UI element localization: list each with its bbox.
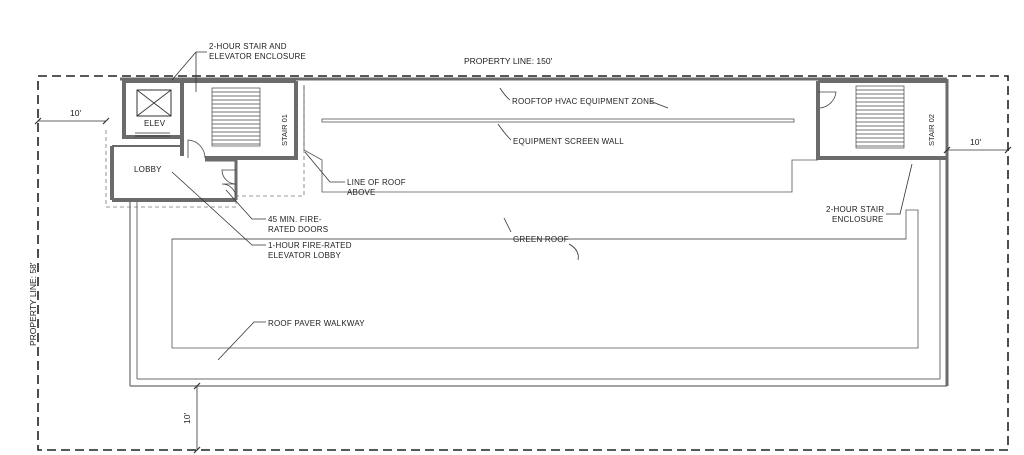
- elevator-car: [136, 89, 172, 117]
- elevator-label: ELEV: [144, 119, 166, 128]
- callout-paver-walkway: ROOF PAVER WALKWAY: [268, 319, 365, 328]
- callout-roof-above-line1: LINE OF ROOF: [347, 178, 406, 187]
- lobby-enclosure: [110, 139, 238, 202]
- lobby-door-swing: [187, 139, 206, 159]
- equipment-screen-wall: [321, 118, 795, 123]
- lobby-label: LOBBY: [134, 165, 162, 174]
- stair-02-door-swing: [818, 91, 837, 109]
- leader-roof-above: [304, 151, 345, 183]
- property-line-boundary: [37, 75, 1009, 451]
- leader-hvac: [499, 87, 511, 101]
- callout-hvac: ROOFTOP HVAC EQUIPMENT ZONE: [512, 97, 655, 106]
- property-line-top-label: PROPERTY LINE: 150': [464, 56, 553, 66]
- building-outline: [120, 77, 949, 387]
- leader-fire-doors: [225, 189, 266, 220]
- callout-stair-enclosure-line1: 2-HOUR STAIR: [826, 205, 884, 214]
- stair-01-treads: [212, 91, 260, 145]
- stair-02-label: STAIR 02: [927, 114, 936, 146]
- left-offset-dimension: 10': [70, 108, 81, 118]
- callout-stair-enclosure-line2: ENCLOSURE: [832, 215, 884, 224]
- fire-door-swing-2: [221, 183, 237, 199]
- left-dimension: [34, 117, 110, 125]
- roof-zone-lines: [171, 85, 919, 349]
- leader-screen-wall: [497, 123, 512, 141]
- green-roof-label: GREEN ROOF: [513, 235, 569, 244]
- callout-roof-above-line2: ABOVE: [347, 188, 376, 197]
- callout-screen-wall: EQUIPMENT SCREEN WALL: [513, 137, 624, 146]
- callout-stair-elev-line1: 2-HOUR STAIR AND: [209, 42, 287, 51]
- leader-stair-enclosure: [886, 163, 913, 215]
- right-offset-dimension: 10': [970, 137, 981, 147]
- callout-elevator-lobby-line2: ELEVATOR LOBBY: [268, 251, 342, 260]
- stair-02-enclosure: [816, 79, 947, 160]
- fire-door-swing-1: [221, 169, 237, 185]
- callout-fire-doors-line2: RATED DOORS: [268, 225, 328, 234]
- callout-fire-doors-line1: 45 MIN. FIRE-: [268, 215, 322, 224]
- elevator-core: [122, 79, 184, 139]
- right-dimension: [943, 146, 1012, 154]
- bottom-dimension: [193, 382, 201, 454]
- stair-01-label: STAIR 01: [280, 114, 289, 146]
- leader-paver-walkway: [217, 321, 266, 361]
- callout-stair-elev-line2: ELEVATOR ENCLOSURE: [209, 52, 306, 61]
- stair-01-enclosure: [180, 79, 298, 160]
- property-line-left-label: PROPERTY LINE: 58': [28, 262, 38, 346]
- leader-stair-elev: [171, 51, 207, 81]
- callout-elevator-lobby-line1: 1-HOUR FIRE-RATED: [268, 241, 352, 250]
- bottom-offset-dimension: 10': [182, 413, 192, 424]
- leader-elevator-lobby: [171, 171, 266, 246]
- stair-02-treads: [856, 89, 904, 147]
- leader-green-roof: [503, 217, 512, 233]
